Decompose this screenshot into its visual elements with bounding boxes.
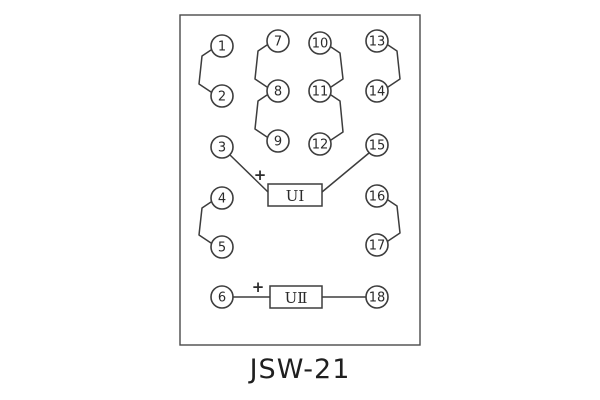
terminal-5-circle [210, 235, 234, 259]
terminal-12-circle [308, 132, 332, 156]
terminal-17-circle [365, 233, 389, 257]
terminal-17-number: 17 [369, 239, 386, 254]
wire-terminal3-to-u1 [229, 154, 269, 193]
terminal-11: 11 [308, 79, 332, 103]
terminal-18-number: 18 [369, 291, 386, 306]
terminal-8-circle [266, 79, 290, 103]
terminal-2-number: 2 [218, 90, 226, 105]
terminal-12: 12 [308, 132, 332, 156]
terminal-2: 2 [210, 84, 234, 108]
terminal-5: 5 [210, 235, 234, 259]
terminal-10: 10 [308, 31, 332, 55]
terminal-4-number: 4 [218, 192, 226, 207]
contact-symbol-11-12 [330, 94, 344, 141]
model-title: JSW-21 [248, 354, 351, 385]
coil-u2-label: UⅡ [285, 289, 308, 307]
wire-terminal15-to-u1 [321, 152, 370, 193]
contact-symbol-7-8 [254, 44, 268, 88]
terminal-9-number: 9 [274, 135, 282, 150]
contact-symbol-10-11 [330, 46, 344, 88]
coil-u1-label: UⅠ [286, 187, 305, 205]
terminal-11-number: 11 [312, 85, 329, 100]
terminal-7: 7 [266, 29, 290, 53]
terminal-18-circle [365, 285, 389, 309]
terminal-10-number: 10 [312, 37, 329, 52]
terminal-8: 8 [266, 79, 290, 103]
contact-symbol-13-14 [387, 44, 401, 88]
coil-u2-box [269, 285, 323, 309]
terminal-6-circle [210, 285, 234, 309]
terminal-9: 9 [266, 129, 290, 153]
coil-u1-box [267, 183, 323, 207]
terminal-1-number: 1 [218, 40, 226, 55]
contact-symbol-16-17 [387, 199, 401, 242]
terminal-15: 15 [365, 133, 389, 157]
terminal-1-circle [210, 34, 234, 58]
terminal-3-circle [210, 135, 234, 159]
terminal-7-number: 7 [274, 35, 282, 50]
contact-symbol-8-9 [254, 94, 268, 138]
terminal-16-number: 16 [369, 190, 386, 205]
terminal-7-circle [266, 29, 290, 53]
terminal-15-circle [365, 133, 389, 157]
terminal-3: 3 [210, 135, 234, 159]
terminal-4: 4 [210, 186, 234, 210]
terminal-14-number: 14 [369, 85, 386, 100]
terminal-3-number: 3 [218, 141, 226, 156]
terminal-15-number: 15 [369, 139, 386, 154]
terminal-13-circle [365, 29, 389, 53]
terminal-17: 17 [365, 233, 389, 257]
coil-u1-polarity-plus: + [254, 166, 267, 184]
terminal-13: 13 [365, 29, 389, 53]
coil-u2-polarity-plus: + [252, 278, 265, 296]
terminal-4-circle [210, 186, 234, 210]
contact-symbol-4-5 [198, 201, 212, 244]
terminal-9-circle [266, 129, 290, 153]
terminal-13-number: 13 [369, 35, 386, 50]
terminal-16: 16 [365, 184, 389, 208]
terminal-5-number: 5 [218, 241, 226, 256]
relay-case-outline [179, 14, 421, 346]
terminal-16-circle [365, 184, 389, 208]
terminal-12-number: 12 [312, 138, 329, 153]
terminal-6-number: 6 [218, 291, 226, 306]
terminal-14: 14 [365, 79, 389, 103]
terminal-1: 1 [210, 34, 234, 58]
terminal-11-circle [308, 79, 332, 103]
terminal-10-circle [308, 31, 332, 55]
terminal-18: 18 [365, 285, 389, 309]
terminal-8-number: 8 [274, 85, 282, 100]
terminal-6: 6 [210, 285, 234, 309]
terminal-2-circle [210, 84, 234, 108]
contact-symbol-1-2 [198, 49, 212, 93]
terminal-14-circle [365, 79, 389, 103]
